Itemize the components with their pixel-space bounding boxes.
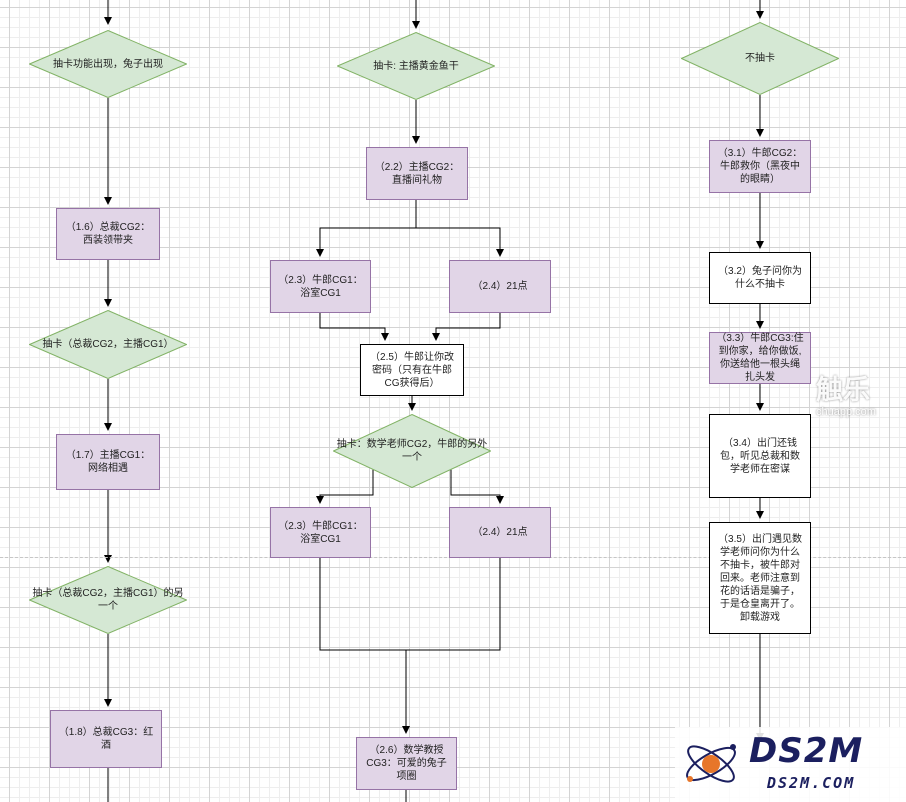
node-label: （2.4）21点 [472, 281, 528, 292]
node-label: （3.4）出门还钱包，听见总裁和数学老师在密谋 [720, 437, 800, 475]
connector-line [316, 463, 374, 504]
diamond-shape [29, 310, 187, 379]
connector-line [319, 313, 389, 341]
node-label: （1.6）总裁CG2：西装领带夹 [65, 222, 151, 246]
chuapp-watermark: 触乐 chuapp.com [806, 368, 906, 424]
decision-no-draw[interactable]: 不抽卡 [681, 22, 839, 95]
process-3-1[interactable]: （3.1）牛郎CG2：牛郎救你（黑夜中的眼睛） [709, 140, 811, 193]
decision-draw-golden-fish[interactable]: 抽卡: 主播黄金鱼干 [337, 32, 495, 100]
node-label: 抽卡（总裁CG2，主播CG1）的另一个 [32, 588, 184, 612]
connector-line [432, 313, 501, 341]
process-3-3[interactable]: （3.3）牛郎CG3:住到你家，给你做饭,你送给他一根头绳扎头发 [709, 332, 811, 384]
connector-line [319, 558, 410, 734]
node-label: （2.2）主播CG2：直播间礼物 [374, 161, 460, 186]
process-2-3-top[interactable]: （2.3）牛郎CG1：浴室CG1 [270, 260, 371, 313]
node-label: 抽卡：数学老师CG2，牛郎的另外一个 [336, 439, 488, 463]
ds2m-watermark: DS2M DS2M.COM [675, 727, 906, 802]
node-label: （3.3）牛郎CG3:住到你家，给你做饭,你送给他一根头绳扎头发 [716, 333, 804, 383]
diamond-shape [681, 22, 839, 95]
decision-draw-ceo-streamer[interactable]: 抽卡（总裁CG2，主播CG1） [29, 310, 187, 379]
chuapp-logo: 触乐 [816, 375, 870, 406]
node-label: （2.4）21点 [472, 527, 528, 538]
node-label: 不抽卡 [745, 53, 775, 64]
process-2-5[interactable]: （2.5）牛郎让你改密码（只有在牛郎CG获得后） [360, 344, 464, 396]
process-1-7[interactable]: （1.7）主播CG1：网络相遇 [56, 434, 160, 490]
diamond-shape [29, 566, 187, 634]
decision-draw-other[interactable]: 抽卡（总裁CG2，主播CG1）的另一个 [29, 566, 187, 634]
process-2-2[interactable]: （2.2）主播CG2：直播间礼物 [366, 147, 468, 200]
decision-card-appears[interactable]: 抽卡功能出现，兔子出现 [29, 30, 187, 98]
node-label: （2.3）牛郎CG1：浴室CG1 [278, 274, 363, 299]
ds2m-site-text: DS2M.COM [767, 774, 856, 792]
process-2-4-bottom[interactable]: （2.4）21点 [449, 507, 551, 558]
node-label: （1.8）总裁CG3：红酒 [58, 727, 154, 751]
node-label: （3.5）出门遇见数学老师问你为什么不抽卡，被牛郎对回来。老师注意到花的话语是骗… [718, 533, 802, 623]
node-label: 抽卡: 主播黄金鱼干 [373, 60, 459, 72]
chuapp-site-text: chuapp.com [816, 406, 876, 418]
connector-line [316, 200, 417, 257]
process-2-3-bottom[interactable]: （2.3）牛郎CG1：浴室CG1 [270, 507, 371, 558]
diamond-shape [333, 414, 491, 488]
node-label: 抽卡功能出现，兔子出现 [53, 58, 163, 70]
node-label: （2.6）数学教授CG3：可爱的兔子项圈 [366, 745, 447, 782]
diamond-shape [337, 32, 495, 100]
ds2m-logo: DS2M [749, 731, 864, 771]
node-label: （2.3）牛郎CG1：浴室CG1 [278, 520, 363, 545]
atom-orbit-icon [686, 744, 736, 783]
process-1-6[interactable]: （1.6）总裁CG2：西装领带夹 [56, 208, 160, 260]
diamond-shape [29, 30, 187, 98]
process-3-5[interactable]: （3.5）出门遇见数学老师问你为什么不抽卡，被牛郎对回来。老师注意到花的话语是骗… [709, 522, 811, 634]
process-2-6[interactable]: （2.6）数学教授CG3：可爱的兔子项圈 [356, 737, 457, 790]
decision-draw-math-teacher[interactable]: 抽卡：数学老师CG2，牛郎的另外一个 [333, 414, 491, 488]
connector-line [406, 558, 501, 651]
connector-line [450, 463, 504, 504]
node-label: （3.1）牛郎CG2：牛郎救你（黑夜中的眼睛） [717, 148, 803, 185]
node-label: （2.5）牛郎让你改密码（只有在牛郎CG获得后） [370, 351, 454, 389]
node-label: （3.2）兔子问你为什么不抽卡 [718, 266, 802, 290]
process-3-4[interactable]: （3.4）出门还钱包，听见总裁和数学老师在密谋 [709, 414, 811, 498]
node-label: （1.7）主播CG1：网络相遇 [65, 450, 151, 474]
process-2-4-top[interactable]: （2.4）21点 [449, 260, 551, 313]
node-label: 抽卡（总裁CG2，主播CG1） [42, 339, 174, 350]
process-1-8[interactable]: （1.8）总裁CG3：红酒 [50, 710, 162, 768]
connector-line [416, 227, 504, 257]
process-3-2[interactable]: （3.2）兔子问你为什么不抽卡 [709, 252, 811, 304]
